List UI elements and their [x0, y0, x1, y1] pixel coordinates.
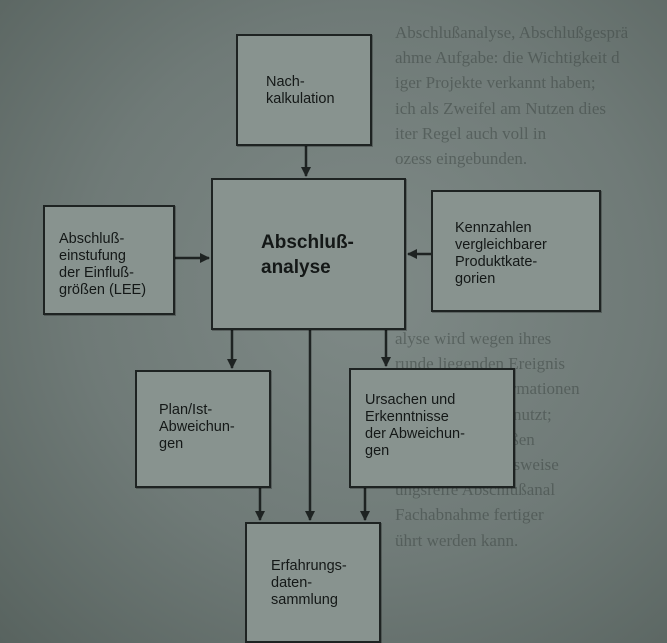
- background-text-upper: Abschlußanalyse, Abschlußgesprä ahme Auf…: [395, 23, 629, 169]
- node-plan-ist-label: Plan/Ist- Abweichun- gen: [159, 402, 235, 452]
- node-erfahrungsdaten: Erfahrungs- daten- sammlung: [245, 522, 381, 643]
- node-lee: Abschluß- einstufung der Einfluß- größen…: [43, 205, 175, 315]
- node-erfahrungsdaten-label: Erfahrungs- daten- sammlung: [271, 558, 347, 608]
- node-kennzahlen: Kennzahlen vergleichbarer Produktkate- g…: [431, 190, 601, 312]
- node-ursachen-label: Ursachen und Erkenntnisse der Abweichun-…: [365, 392, 465, 459]
- node-nachkalkulation-label: Nach- kalkulation: [266, 74, 335, 107]
- node-ursachen: Ursachen und Erkenntnisse der Abweichun-…: [349, 368, 515, 488]
- node-abschlussanalyse-label: Abschluß- analyse: [261, 232, 354, 278]
- node-plan-ist: Plan/Ist- Abweichun- gen: [135, 370, 271, 488]
- node-kennzahlen-label: Kennzahlen vergleichbarer Produktkate- g…: [455, 220, 547, 287]
- node-nachkalkulation: Nach- kalkulation: [236, 34, 372, 146]
- node-abschlussanalyse: Abschluß- analyse: [211, 178, 406, 330]
- node-lee-label: Abschluß- einstufung der Einfluß- größen…: [59, 231, 147, 298]
